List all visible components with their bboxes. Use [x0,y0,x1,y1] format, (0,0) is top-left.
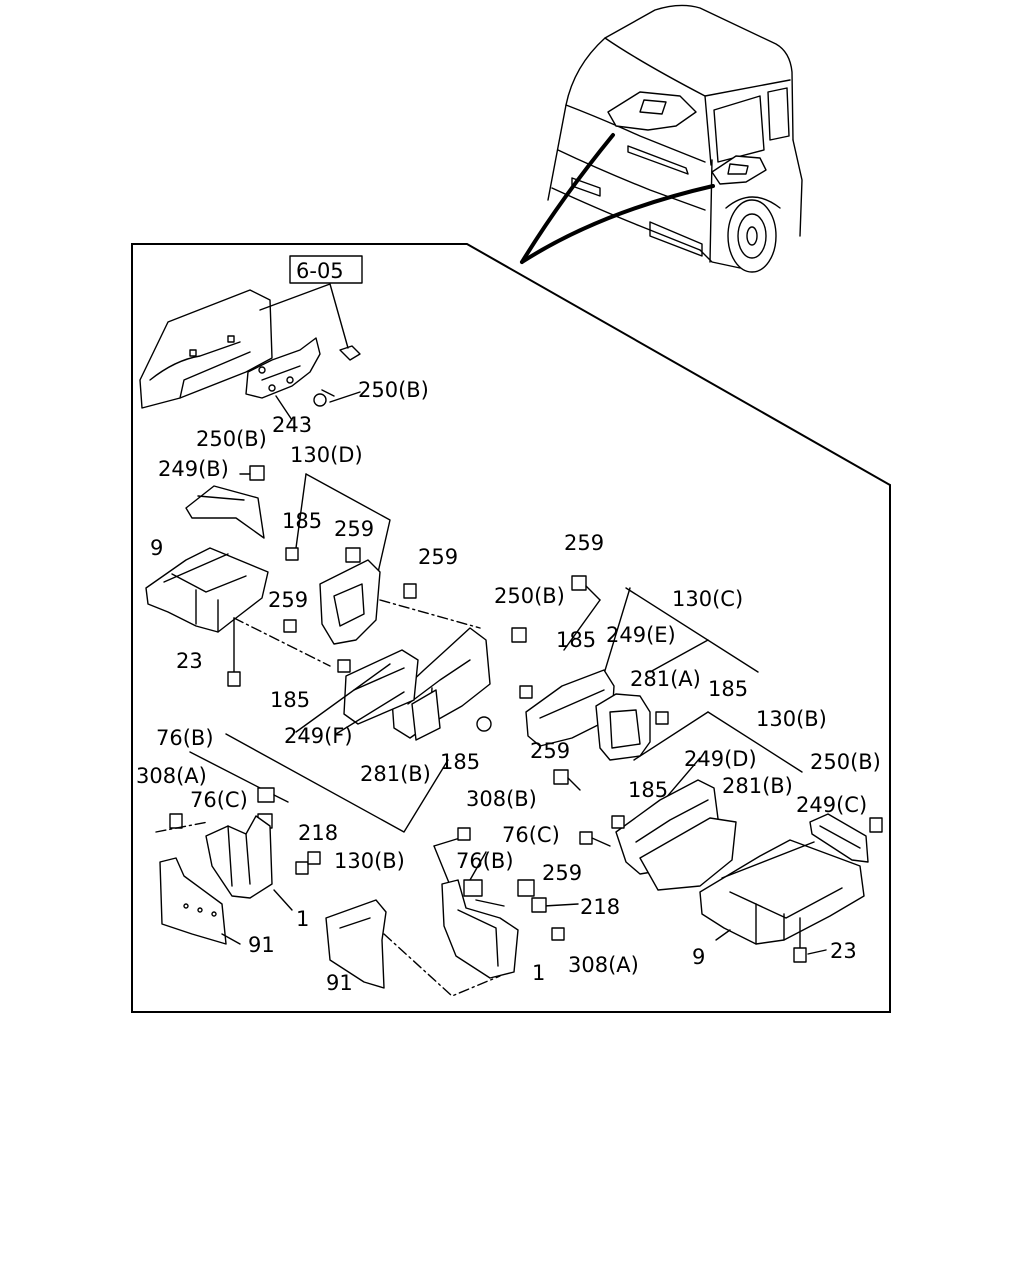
diagram-frame [131,243,891,1013]
label-76c-mid: 76(C) [502,823,560,847]
reference-box [289,255,363,284]
upper-left-parts [139,255,492,833]
label-249d: 249(D) [684,747,757,771]
label-249f: 249(F) [284,724,353,748]
label-130b-right: 130(B) [756,707,827,731]
label-308b: 308(B) [466,787,537,811]
label-185-b: 185 [270,688,310,712]
label-23-left: 23 [176,649,203,673]
label-259-e: 259 [530,739,570,763]
right-parts [699,813,883,963]
lower-left-parts [155,751,321,945]
label-249e: 249(E) [606,623,676,647]
label-91-mid: 91 [326,971,353,995]
label-130d: 130(D) [290,443,363,467]
label-185-c: 185 [440,750,480,774]
label-308a-left: 308(A) [136,764,207,788]
label-130c: 130(C) [672,587,743,611]
label-76c-left: 76(C) [190,788,248,812]
label-185-f: 185 [628,778,668,802]
label-1-left: 1 [296,907,309,931]
label-281b-left: 281(B) [360,762,431,786]
label-243: 243 [272,413,312,437]
label-130b-left: 130(B) [334,849,405,873]
label-185-a: 185 [282,509,322,533]
label-9-left: 9 [150,536,163,560]
label-259-c: 259 [268,588,308,612]
label-6-05: 6-05 [296,259,344,283]
label-76b-left: 76(B) [156,726,214,750]
label-259-b: 259 [418,545,458,569]
label-9-right: 9 [692,945,705,969]
label-281b-right: 281(B) [722,774,793,798]
label-76b-mid: 76(B) [456,849,514,873]
label-249c: 249(C) [796,793,867,817]
label-259-d: 259 [564,531,604,555]
label-23-right: 23 [830,939,857,963]
label-250b-left: 250(B) [196,427,267,451]
label-218-left: 218 [298,821,338,845]
label-218-mid: 218 [580,895,620,919]
label-250b-right: 250(B) [810,750,881,774]
truck-cab-illustration [520,4,803,273]
label-249b: 249(B) [158,457,229,481]
label-281a: 281(A) [630,667,701,691]
label-250b-top: 250(B) [358,378,429,402]
label-259-f: 259 [542,861,582,885]
label-250b-mid: 250(B) [494,584,565,608]
label-185-d: 185 [556,628,596,652]
label-185-e: 185 [708,677,748,701]
middle-parts [325,575,803,997]
callout-labels: 6-05 250(B) 243 250(B) 249(B) 130(D) 185… [136,259,881,995]
label-308a-mid: 308(A) [568,953,639,977]
label-259-a: 259 [334,517,374,541]
label-91-left: 91 [248,933,275,957]
label-1-mid: 1 [532,961,545,985]
